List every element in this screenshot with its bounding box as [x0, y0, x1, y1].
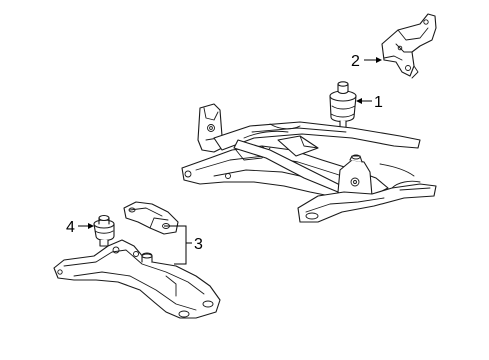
callout-1: 1: [374, 94, 383, 111]
part-3-mount-bracket-upper: [123, 201, 179, 235]
callout-4: 4: [66, 219, 75, 236]
leader-lines: [78, 57, 382, 265]
part-2-engine-mount-bracket: [381, 13, 437, 79]
part-4-transmission-mount: [93, 214, 115, 247]
callout-2: 2: [351, 53, 360, 70]
part-1-engine-mount: [329, 81, 357, 133]
callout-3: 3: [194, 236, 203, 253]
leader-line-3: [164, 225, 187, 265]
part-3-transmission-crossmember: [53, 239, 221, 319]
front-crossmember-frame: [181, 103, 437, 223]
